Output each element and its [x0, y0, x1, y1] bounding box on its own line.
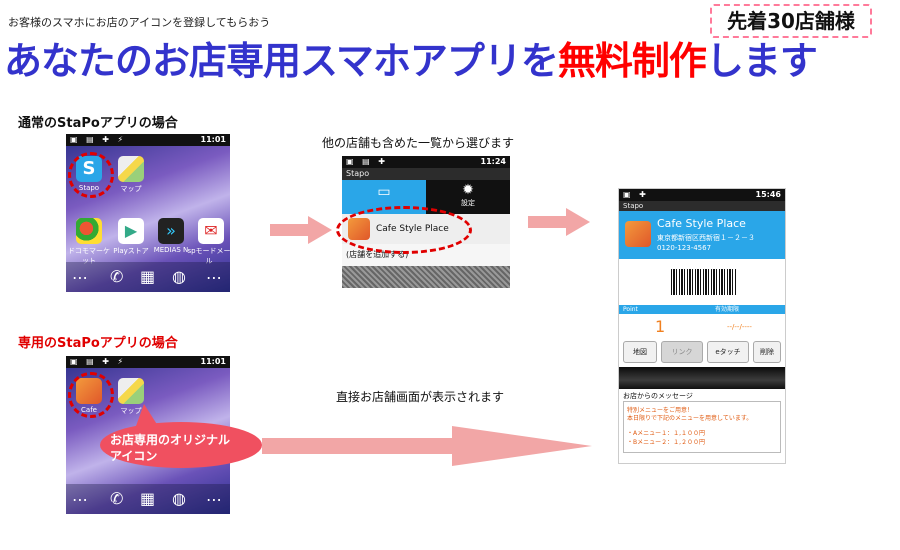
shop-tel: 0120-123-4567	[657, 244, 712, 252]
status-time: 11:24	[480, 157, 506, 166]
medias-icon[interactable]: »	[158, 218, 184, 244]
arrow-body	[528, 216, 568, 228]
app-label: Playストア	[113, 247, 149, 255]
globe-icon[interactable]: ◍	[172, 489, 186, 508]
shop-icon	[625, 221, 651, 247]
add-shop-label: (店舗を追加する)	[346, 250, 409, 259]
tab-settings[interactable]: ✹ 設定	[426, 180, 510, 214]
headline: あなたのお店専用スマホアプリを無料制作します	[4, 30, 818, 85]
map-button[interactable]: 地図	[623, 341, 657, 363]
original-icon-bubble: お店専用のオリジナル アイコン	[100, 422, 262, 468]
shop-tab-icon: ▭	[377, 184, 391, 200]
status-icons: ▣ ▤ ✚ ⚡	[70, 357, 127, 366]
app-label: マップ	[120, 185, 142, 193]
shop-name: Cafe Style Place	[657, 217, 746, 230]
point-header: Point 有効期限	[619, 305, 785, 314]
arrow-head	[308, 216, 332, 244]
status-bar: ▣ ▤ ✚ ⚡ 11:01	[66, 134, 230, 146]
bubble-line2: アイコン	[110, 449, 158, 463]
highlight-ring	[68, 372, 114, 418]
status-time: 11:01	[200, 135, 226, 144]
expiry-value: --/--/----	[727, 323, 752, 331]
etouch-button[interactable]: eタッチ	[707, 341, 749, 363]
caption-direct: 直接お店舗画面が表示されます	[336, 390, 505, 404]
shop-address: 東京都新宿区西新宿１－２－３	[657, 234, 755, 242]
app-label: MEDIAS N	[153, 246, 189, 254]
section-normal-title: 通常のStaPoアプリの場合	[18, 116, 178, 131]
status-bar: ▣ ▤ ✚ ⚡ 11:01	[66, 356, 230, 368]
phone-icon[interactable]: ✆	[110, 489, 124, 508]
texture-row	[342, 266, 510, 288]
message-line: ・Aメニュー１：１,１００円	[627, 430, 706, 437]
section-custom-title: 専用のStaPoアプリの場合	[18, 336, 178, 351]
app-title: Stapo	[342, 168, 510, 180]
status-icons: ▣ ▤ ✚ ⚡	[70, 135, 127, 144]
status-icons: ▣ ✚	[623, 190, 649, 199]
dock: ⋯ ✆ ▦ ◍ ⋯	[66, 484, 230, 514]
message-line: ・Bメニュー２：１,２００円	[627, 439, 706, 446]
direct-arrow-shape	[262, 426, 592, 466]
app-label: ドコモマーケット	[68, 247, 110, 265]
gear-icon: ✹	[462, 182, 474, 198]
point-label: Point	[623, 306, 638, 313]
more-icon[interactable]: ⋯	[206, 268, 222, 287]
apps-grid-icon[interactable]: ▦	[140, 489, 156, 508]
map-app-icon[interactable]	[118, 378, 144, 404]
status-bar: ▣ ▤ ✚ 11:24	[342, 156, 510, 168]
message-line: 本日限りで下記のメニューを用意しています。	[627, 415, 753, 422]
app-title: Stapo	[619, 201, 785, 211]
mail-icon[interactable]: ✉	[198, 218, 224, 244]
bubble-line1: お店専用のオリジナル	[110, 433, 231, 447]
delete-button[interactable]: 削除	[753, 341, 781, 363]
play-store-icon[interactable]: ▶	[118, 218, 144, 244]
docomo-market-icon[interactable]	[76, 218, 102, 244]
map-app-icon[interactable]	[118, 156, 144, 182]
dots-icon[interactable]: ⋯	[72, 268, 88, 287]
message-title: お店からのメッセージ	[623, 392, 693, 400]
dock: ⋯ ✆ ▦ ◍ ⋯	[66, 262, 230, 292]
status-icons: ▣ ▤ ✚	[346, 157, 388, 166]
highlight-ring	[68, 152, 114, 198]
highlight-ring	[336, 206, 472, 254]
barcode	[671, 269, 737, 295]
more-icon[interactable]: ⋯	[206, 490, 222, 509]
shop-detail-screen: ▣ ✚ 15:46 Stapo Cafe Style Place 東京都新宿区西新…	[618, 188, 786, 464]
headline-red: 無料制作	[557, 39, 707, 83]
tab-settings-label: 設定	[461, 199, 475, 207]
expiry-label: 有効期限	[715, 306, 740, 313]
lead-text: お客様のスマホにお店のアイコンを登録してもらおう	[8, 16, 271, 29]
headline-part1: あなたのお店専用スマホアプリを	[4, 39, 559, 83]
message-box: 特別メニューをご用意！ 本日限りで下記のメニューを用意しています。 ・Aメニュー…	[623, 401, 781, 453]
status-time: 11:01	[200, 357, 226, 366]
shop-header: Cafe Style Place 東京都新宿区西新宿１－２－３ 0120-123…	[619, 211, 785, 259]
phone-icon[interactable]: ✆	[110, 267, 124, 286]
link-button[interactable]: リンク	[661, 341, 703, 363]
arrow-head	[566, 208, 590, 236]
status-bar: ▣ ✚ 15:46	[619, 189, 785, 201]
caption-list: 他の店舗も含めた一覧から選びます	[322, 136, 515, 150]
point-value: 1	[655, 317, 666, 336]
message-line: 特別メニューをご用意！	[627, 407, 694, 414]
status-time: 15:46	[755, 190, 781, 199]
bubble-tail	[136, 404, 158, 426]
first-come-badge: 先着30店舗様	[710, 4, 872, 38]
app-label: spモードメール	[187, 247, 230, 265]
shop-photo	[619, 367, 785, 389]
globe-icon[interactable]: ◍	[172, 267, 186, 286]
dots-icon[interactable]: ⋯	[72, 490, 88, 509]
normal-home-screen: ▣ ▤ ✚ ⚡11:01 S Stapo マップ ドコモマーケット ▶ Play…	[66, 134, 230, 292]
app-label: マップ	[120, 407, 142, 415]
apps-grid-icon[interactable]: ▦	[140, 267, 156, 286]
headline-part2: します	[705, 39, 818, 83]
arrow-body	[270, 224, 310, 236]
direct-arrow	[262, 426, 592, 466]
